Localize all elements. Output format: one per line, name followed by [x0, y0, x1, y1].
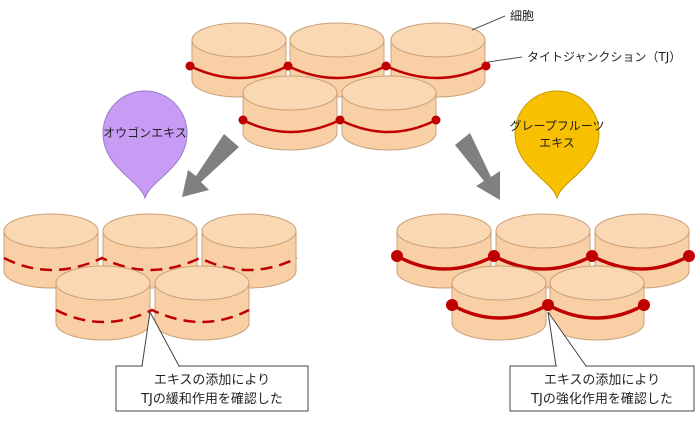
tj-point	[542, 299, 554, 311]
label-cell: 細胞	[510, 9, 534, 23]
tj-point	[283, 61, 293, 71]
pin-shape	[102, 90, 188, 200]
tj-line-dashed	[3, 256, 298, 272]
callout-left: エキスの添加により TJの緩和作用を確認した	[115, 310, 309, 412]
tj-point	[683, 250, 695, 262]
callout-right-line2: TJの強化作用を確認した	[530, 391, 673, 407]
tj-point	[381, 61, 391, 71]
tj-point	[431, 115, 441, 125]
pin-ougon-extract: オウゴンエキス	[102, 90, 188, 200]
leader-line-cell	[471, 15, 506, 31]
tj-point	[488, 250, 500, 262]
cell	[201, 213, 297, 289]
callout-left-line2: TJの緩和作用を確認した	[140, 391, 283, 407]
tj-point	[391, 250, 403, 262]
leader-line-tj	[487, 56, 523, 63]
tj-line-dashed	[55, 308, 250, 324]
pin-grapefruit-extract: グレープフルーツ エキス	[509, 90, 605, 200]
callout-right-line1: エキスの添加により	[544, 373, 660, 388]
label-tight-junction: タイトジャンクション（TJ）	[527, 50, 681, 64]
cell	[154, 265, 250, 341]
tj-line	[189, 64, 487, 80]
pin-grapefruit-label-2: エキス	[539, 136, 575, 150]
tj-point	[446, 299, 458, 311]
callout-left-line1: エキスの添加により	[154, 373, 270, 388]
arrow-to-right	[455, 133, 500, 200]
tj-point	[185, 61, 195, 71]
pin-shape	[514, 90, 600, 200]
cell	[55, 265, 151, 341]
tj-point	[335, 115, 345, 125]
callout-right: エキスの添加により TJの強化作用を確認した	[509, 311, 695, 412]
pin-ougon-label: オウゴンエキス	[103, 125, 187, 140]
cell-group-left	[3, 213, 298, 341]
tj-point	[238, 115, 248, 125]
tj-line-strong	[396, 254, 690, 271]
arrow-to-left	[182, 134, 239, 197]
tj-point	[481, 61, 491, 71]
cell	[242, 75, 338, 151]
tj-point	[638, 299, 650, 311]
cell	[451, 265, 547, 341]
cell	[341, 75, 437, 151]
cell-group-right	[391, 213, 695, 341]
cell	[191, 22, 287, 98]
pin-grapefruit-label-1: グレープフルーツ	[509, 119, 604, 133]
cell-group-top	[185, 22, 491, 151]
cell	[549, 265, 645, 341]
tj-point	[586, 250, 598, 262]
